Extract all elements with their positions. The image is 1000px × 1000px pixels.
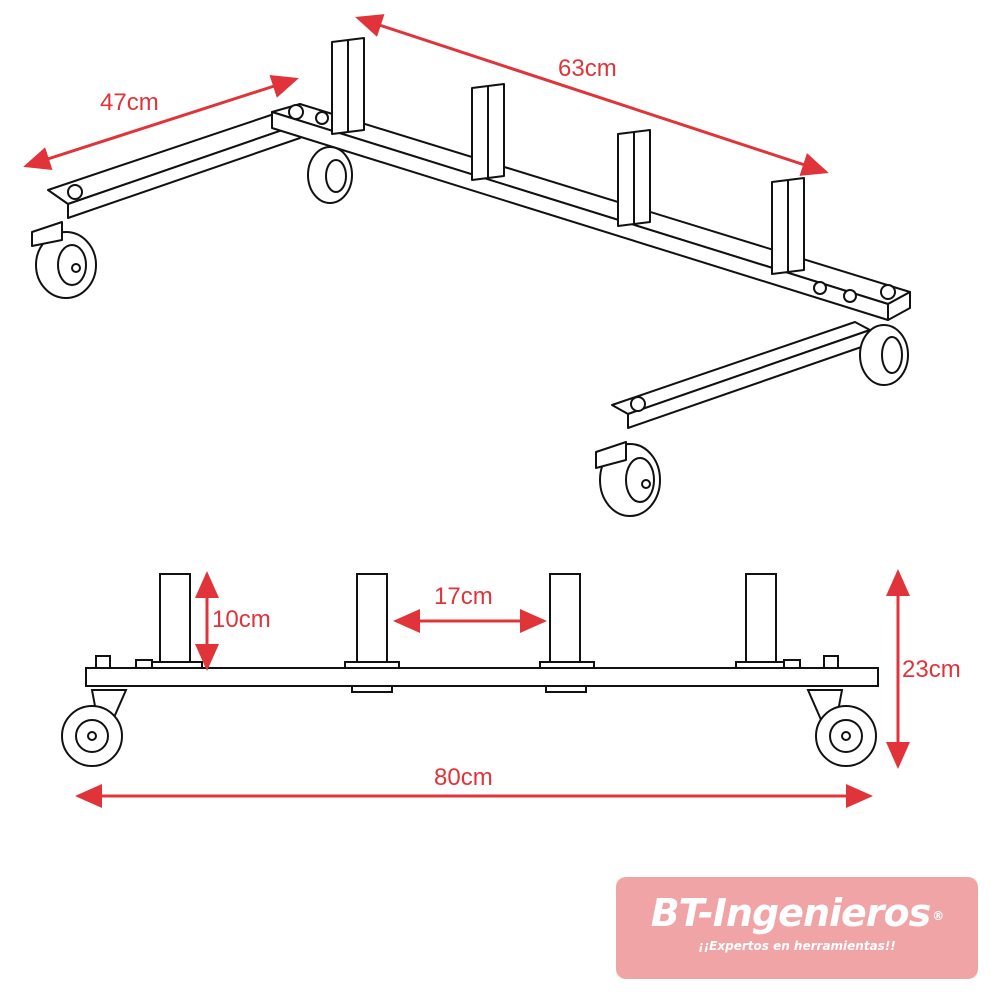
- dim-depth-label: 47cm: [100, 89, 159, 116]
- iso-caster-back-right: [859, 324, 909, 386]
- iso-caster-back-left: [307, 146, 353, 204]
- isometric-view: [31, 37, 911, 517]
- front-post-4: [745, 573, 777, 669]
- dim-depth: [23, 74, 299, 171]
- front-post-2: [356, 573, 388, 669]
- front-view: [61, 573, 879, 767]
- logo-subtitle: ¡¡Expertos en herramientas!!: [698, 939, 896, 953]
- dim-total-height-label: 23cm: [902, 656, 961, 683]
- front-caster-left: [61, 689, 128, 767]
- dim-post-span: [355, 14, 829, 176]
- iso-post-2: [471, 83, 505, 181]
- logo-title: BT-Ingenieros®: [650, 891, 945, 935]
- brand-logo: BT-Ingenieros® ¡¡Expertos en herramienta…: [616, 877, 978, 979]
- iso-post-3: [617, 129, 651, 227]
- iso-post-4: [771, 177, 805, 275]
- iso-post-1: [331, 37, 365, 135]
- front-post-3: [549, 573, 581, 669]
- front-caster-right: [806, 689, 877, 767]
- dim-total-width-label: 80cm: [434, 764, 493, 791]
- iso-caster-front-left: [31, 221, 97, 299]
- registered-mark: ®: [932, 908, 944, 923]
- front-beam: [85, 667, 879, 687]
- dim-post-spacing-label: 17cm: [434, 583, 493, 610]
- iso-caster-front-right: [595, 441, 661, 517]
- dim-post-height-label: 10cm: [212, 606, 271, 633]
- front-post-1: [159, 573, 191, 669]
- dim-post-span-label: 63cm: [558, 55, 617, 82]
